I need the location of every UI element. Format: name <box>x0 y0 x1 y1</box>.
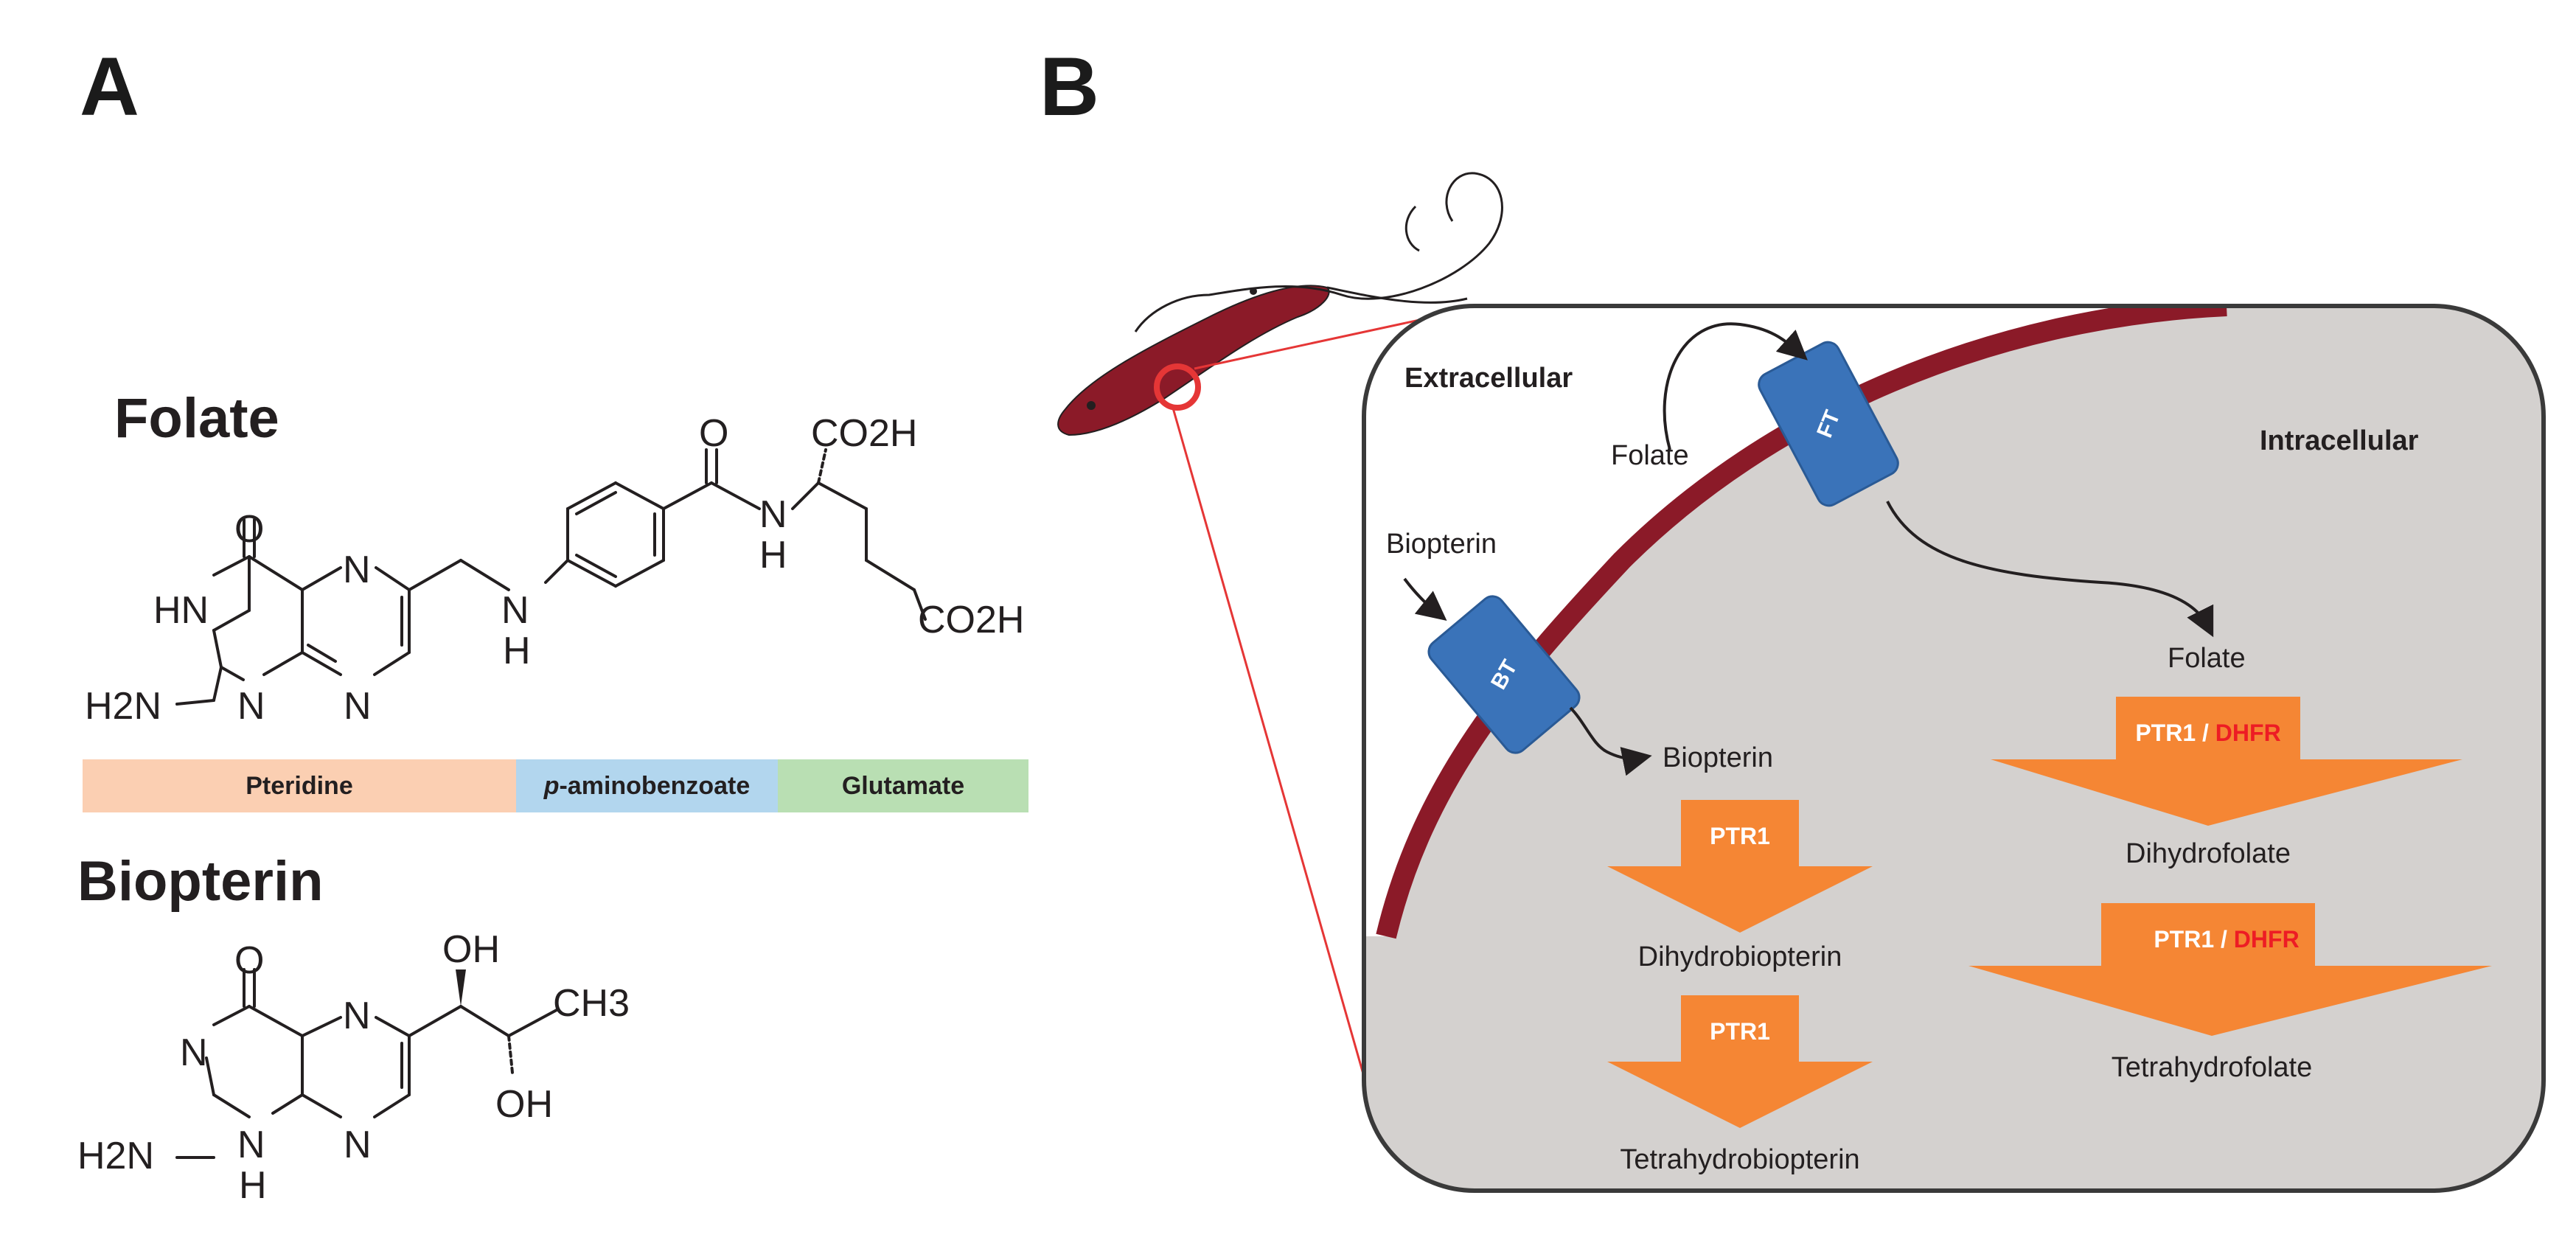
folate-structure: O HN N H2N N N N H O N H CO2H CO2H <box>85 412 1024 728</box>
biopterin-atom-n-top: N <box>343 995 371 1037</box>
biopterin-atom-oh-top: OH <box>442 928 500 971</box>
biopterin-title: Biopterin <box>77 850 324 913</box>
biopterin-outside-label: Biopterin <box>1386 529 1497 560</box>
folate-atom-co2h-top: CO2H <box>811 412 917 455</box>
folate-atom-n-bot1: N <box>237 685 265 728</box>
panel-b-letter: B <box>1040 41 1099 133</box>
zoom-circle <box>1154 363 1201 411</box>
folate-bonds <box>175 448 927 706</box>
segment-pteridine-label: Pteridine <box>246 771 353 800</box>
folate-inside-label: Folate <box>2168 643 2246 674</box>
biopterin-inside-label: Biopterin <box>1663 742 1773 773</box>
biopterin-bonds <box>175 968 558 1159</box>
ptr1-dhfr-label-c: PTR1 / DHFR <box>2135 720 2280 746</box>
segment-p-aminobenzoate: p-aminobenzoate <box>516 759 778 812</box>
tetrahydrofolate-label: Tetrahydrofolate <box>2112 1052 2313 1083</box>
tetrahydrobiopterin-label: Tetrahydrobiopterin <box>1620 1144 1859 1175</box>
biopterin-atom-n-bot: N <box>344 1124 372 1166</box>
biopterin-wedge-bond <box>456 969 466 1006</box>
ptr1-dhfr-arrow-d <box>1968 903 2492 1036</box>
folate-atom-o-amide: O <box>699 412 728 455</box>
biopterin-atom-o: O <box>234 939 264 982</box>
folate-atom-nh-h: H <box>503 630 531 672</box>
segment-pab-italic: p <box>543 771 560 800</box>
folate-atom-o: O <box>234 508 264 551</box>
panel-a-letter: A <box>80 41 139 133</box>
folate-atom-amide-n: N <box>759 493 787 536</box>
biopterin-import-arrow-in <box>1403 577 1447 621</box>
ptr1-label-b: PTR1 <box>1710 1018 1770 1045</box>
folate-import-arrow-in <box>1663 322 1808 450</box>
cell-membrane <box>1376 306 2227 939</box>
cell-border <box>1362 304 2546 1193</box>
folate-atom-n-bot2: N <box>344 685 372 728</box>
dihydrofolate-label: Dihydrofolate <box>2126 838 2291 869</box>
parasite-nucleus-dot <box>1087 401 1096 410</box>
folate-atom-h2n: H2N <box>85 685 161 728</box>
ptr1-label-d: PTR1 <box>2154 926 2214 953</box>
parasite <box>1057 172 1503 436</box>
extracellular-space <box>1364 306 2227 936</box>
dihydrobiopterin-label: Dihydrobiopterin <box>1638 941 1842 972</box>
slash-label-d: / <box>2214 926 2234 953</box>
intracellular-label: Intracellular <box>2260 425 2419 456</box>
biopterin-transporter: BT <box>1427 595 1581 754</box>
biopterin-structure: O N N H2N N H N OH OH CH3 <box>77 928 630 1207</box>
biopterin-atom-oh-bot: OH <box>495 1083 553 1126</box>
biopterin-atom-n-left: N <box>180 1031 208 1074</box>
biopterin-atom-ch3: CH3 <box>553 982 630 1025</box>
cell-diagram: FT BT Extracellular Intracellular Folate… <box>1057 172 2546 1193</box>
ptr1-dhfr-arrow-c <box>1991 697 2462 826</box>
folate-import-arrow-out <box>1886 501 2214 638</box>
folate-atom-co2h-side: CO2H <box>918 599 1024 641</box>
folate-atom-hn: HN <box>153 589 209 632</box>
ptr1-label-c: PTR1 <box>2135 720 2196 746</box>
biopterin-atom-nh-h: H <box>239 1164 267 1207</box>
folate-atom-nh: N <box>501 589 529 632</box>
zoom-line-bottom <box>1171 405 1365 1077</box>
ptr1-dhfr-label-d: PTR1 / DHFR <box>2154 926 2299 953</box>
folate-outside-label: Folate <box>1611 440 1689 471</box>
extracellular-label: Extracellular <box>1404 363 1573 394</box>
ptr1-arrow-a <box>1607 800 1873 933</box>
biopterin-import-arrow-out <box>1569 706 1652 776</box>
biopterin-atom-nh: N <box>237 1124 265 1166</box>
parasite-kinetoplast-dot <box>1250 288 1257 295</box>
segment-glutamate: Glutamate <box>778 759 1028 812</box>
dhfr-label-d: DHFR <box>2234 926 2300 953</box>
ptr1-label-a: PTR1 <box>1710 823 1770 849</box>
ptr1-arrow-b <box>1607 995 1873 1128</box>
folate-atom-amide-h: H <box>759 534 787 577</box>
folate-title: Folate <box>114 387 279 450</box>
slash-label-c: / <box>2196 720 2215 746</box>
segment-pab-rest: -aminobenzoate <box>559 771 751 800</box>
dhfr-label-c: DHFR <box>2215 720 2281 746</box>
segment-glutamate-label: Glutamate <box>841 771 965 800</box>
biopterin-atom-h2n: H2N <box>77 1135 154 1177</box>
segment-pteridine: Pteridine <box>83 759 516 812</box>
folate-atom-n-top: N <box>343 549 371 591</box>
